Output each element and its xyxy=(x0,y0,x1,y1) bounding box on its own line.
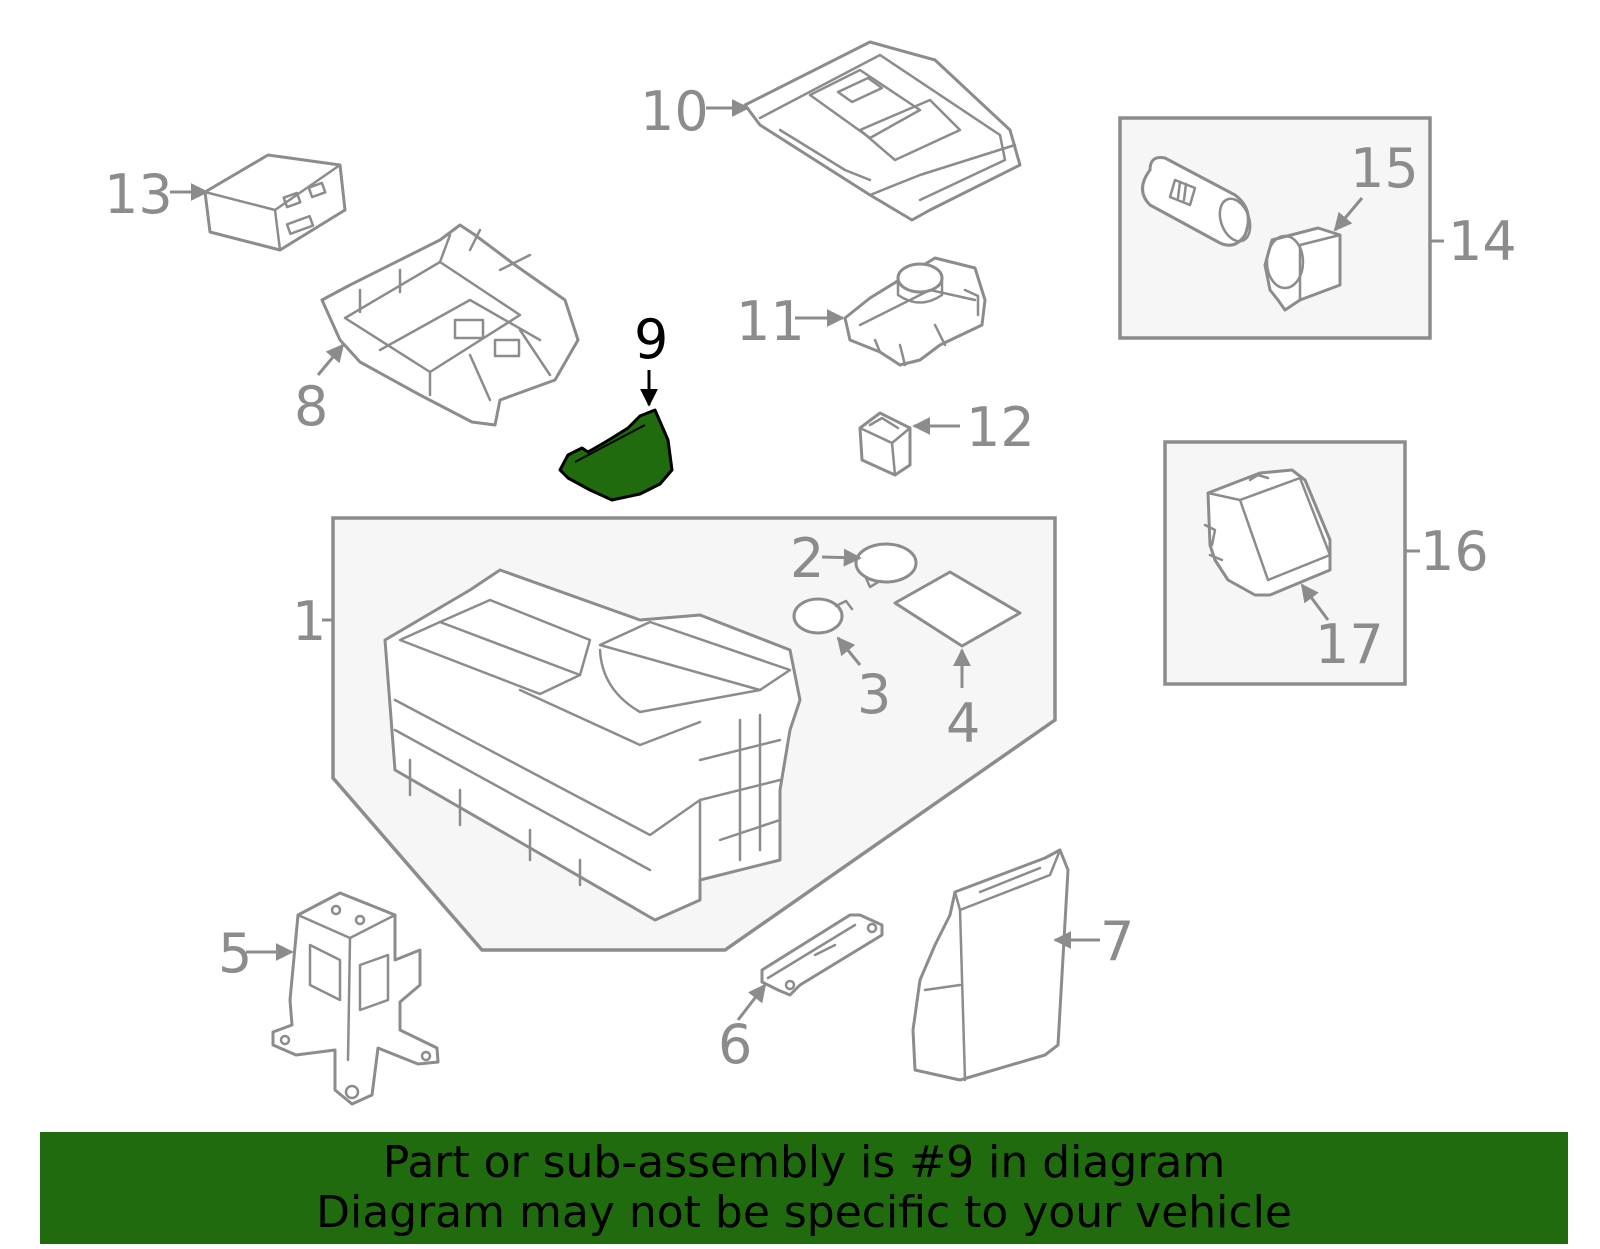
callout-12: 12 xyxy=(966,396,1035,459)
part-15-socket-insert[interactable] xyxy=(1263,226,1342,312)
callout-5: 5 xyxy=(218,922,252,985)
part-9-highlighted-trim[interactable] xyxy=(558,408,674,502)
part-3-round-cap[interactable] xyxy=(792,597,854,635)
callout-14: 14 xyxy=(1448,210,1517,273)
part-14-socket[interactable] xyxy=(1141,156,1256,247)
part-13-control-module[interactable] xyxy=(203,153,347,252)
callout-9: 9 xyxy=(634,308,668,371)
info-banner: Part or sub-assembly is #9 in diagram Di… xyxy=(40,1132,1568,1244)
callout-7: 7 xyxy=(1100,910,1134,973)
part-16-module[interactable] xyxy=(1203,468,1332,597)
callout-1: 1 xyxy=(292,590,326,653)
callout-11: 11 xyxy=(736,290,805,353)
part-7-rear-panel[interactable] xyxy=(911,848,1070,1082)
callout-6: 6 xyxy=(718,1013,752,1076)
callout-8: 8 xyxy=(294,375,328,438)
part-11-rotary-control[interactable] xyxy=(843,256,987,367)
part-12-switch[interactable] xyxy=(858,411,912,477)
part-8-console-frame[interactable] xyxy=(320,223,580,427)
banner-line-2: Diagram may not be specific to your vehi… xyxy=(316,1187,1292,1238)
box-14-frame xyxy=(1118,116,1432,340)
callout-17: 17 xyxy=(1315,613,1384,676)
callout-2: 2 xyxy=(790,527,824,590)
part-1-center-console[interactable] xyxy=(383,568,802,922)
banner-line-1: Part or sub-assembly is #9 in diagram xyxy=(382,1137,1226,1188)
part-6-small-bracket[interactable] xyxy=(760,913,884,997)
part-10-shifter-trim-panel[interactable] xyxy=(743,40,1022,222)
callout-4: 4 xyxy=(946,692,980,755)
callout-15: 15 xyxy=(1350,137,1419,200)
part-5-support-bracket[interactable] xyxy=(271,891,440,1106)
callout-10: 10 xyxy=(640,80,709,143)
callout-16: 16 xyxy=(1420,520,1489,583)
leader-lines xyxy=(170,99,1444,1021)
part-4-mat[interactable] xyxy=(893,570,1022,648)
callout-13: 13 xyxy=(104,163,173,226)
callout-3: 3 xyxy=(857,663,891,726)
